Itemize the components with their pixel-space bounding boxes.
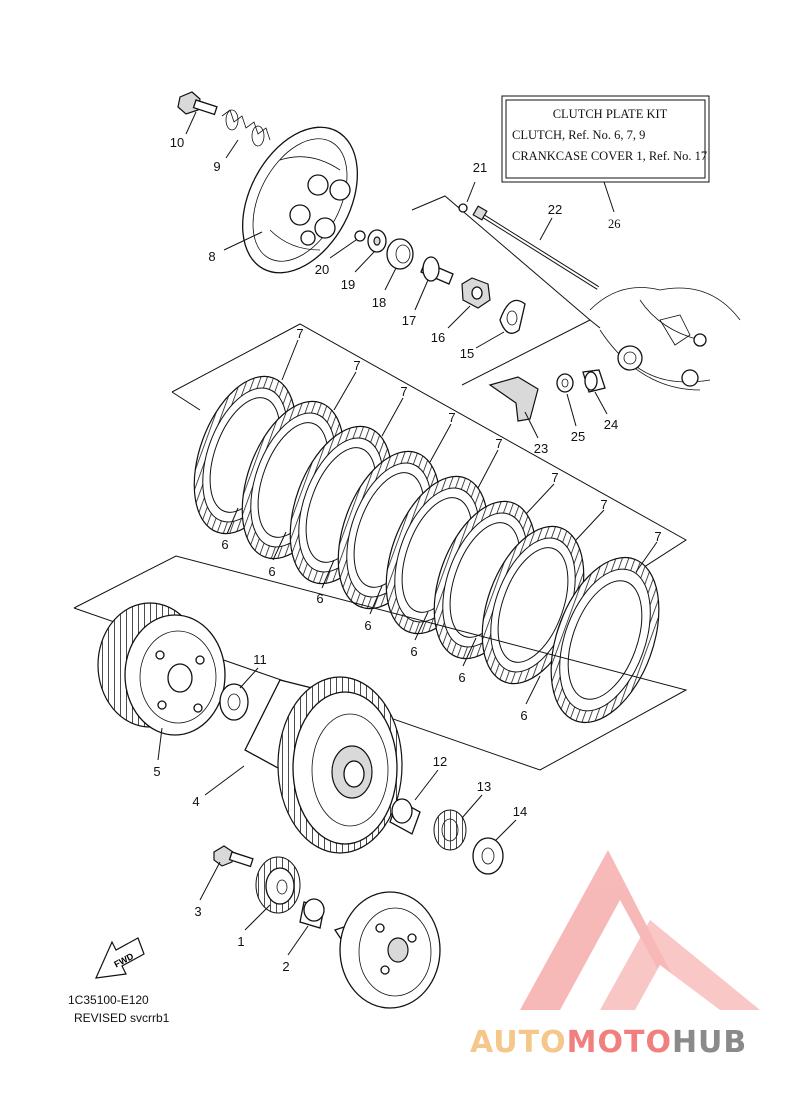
callout-7-b: 7 <box>353 358 360 373</box>
callout-21: 21 <box>473 160 487 175</box>
callout-15: 15 <box>460 346 474 361</box>
kit-ref-number: 26 <box>608 217 621 231</box>
callout-6-g: 6 <box>520 708 527 723</box>
watermark-text-auto: AUTOMOTOHUB <box>470 1025 747 1060</box>
callout-11: 11 <box>253 652 267 667</box>
watermark-hub: HUB <box>672 1025 747 1060</box>
leader-lines <box>157 111 658 956</box>
spring-9 <box>221 109 271 147</box>
fwd-arrow-icon: FWD <box>95 937 145 979</box>
callout-13: 13 <box>477 779 491 794</box>
kit-line-2: CRANKCASE COVER 1, Ref. No. 17 <box>512 149 707 163</box>
callouts: 10 9 8 20 19 18 17 16 15 21 22 23 25 24 … <box>153 135 661 974</box>
callout-7-c: 7 <box>400 384 407 399</box>
collar-2 <box>299 898 325 929</box>
callout-2: 2 <box>282 959 289 974</box>
callout-16: 16 <box>431 330 445 345</box>
starter-clutch <box>333 891 441 1009</box>
callout-1: 1 <box>237 934 244 949</box>
bolt-10 <box>177 91 218 116</box>
callout-7-g: 7 <box>600 497 607 512</box>
callout-9: 9 <box>213 159 220 174</box>
pushrod-group <box>354 195 601 386</box>
callout-6-b: 6 <box>268 564 275 579</box>
washer-11 <box>219 683 249 721</box>
kit-line-1: CLUTCH, Ref. No. 6, 7, 9 <box>512 128 645 142</box>
primary-gear-1 <box>255 856 301 914</box>
callout-6-e: 6 <box>410 644 417 659</box>
callout-7-a: 7 <box>296 326 303 341</box>
callout-6-a: 6 <box>221 537 228 552</box>
bolt-3 <box>213 845 254 868</box>
callout-3: 3 <box>194 904 201 919</box>
callout-7-e: 7 <box>495 436 502 451</box>
callout-7-h: 7 <box>654 529 661 544</box>
callout-7-d: 7 <box>448 410 455 425</box>
callout-22: 22 <box>548 202 562 217</box>
crankcase-cover-partial <box>589 287 741 391</box>
watermark-moto: MOTO <box>567 1025 672 1060</box>
clutch-boss-5 <box>97 602 226 736</box>
parts-23-25 <box>488 369 606 422</box>
callout-18: 18 <box>372 295 386 310</box>
callout-24: 24 <box>604 417 618 432</box>
watermark-auto: AUTO <box>470 1025 567 1060</box>
callout-23: 23 <box>534 441 548 456</box>
watermark-logo <box>520 850 760 1010</box>
callout-17: 17 <box>402 313 416 328</box>
revision-label: REVISED svcrrb1 <box>74 1011 170 1025</box>
plate-stack <box>193 375 660 724</box>
callout-6-c: 6 <box>316 591 323 606</box>
needle-bearing-13 <box>433 809 467 851</box>
clutch-housing-4 <box>244 676 403 854</box>
callout-4: 4 <box>192 794 199 809</box>
clutch-plate-kit-box: CLUTCH PLATE KIT CLUTCH, Ref. No. 6, 7, … <box>501 95 710 231</box>
callout-8: 8 <box>208 249 215 264</box>
callout-25: 25 <box>571 429 585 444</box>
callout-7-f: 7 <box>551 470 558 485</box>
diagram-code: 1C35100-E120 <box>68 993 149 1007</box>
callout-6-d: 6 <box>364 618 371 633</box>
spacer-12 <box>389 798 421 835</box>
callout-14: 14 <box>513 804 527 819</box>
pressure-plate-8 <box>241 126 359 274</box>
callout-6-f: 6 <box>458 670 465 685</box>
callout-12: 12 <box>433 754 447 769</box>
callout-5: 5 <box>153 764 160 779</box>
callout-19: 19 <box>341 277 355 292</box>
kit-title: CLUTCH PLATE KIT <box>553 107 668 121</box>
callout-20: 20 <box>315 262 329 277</box>
callout-10: 10 <box>170 135 184 150</box>
washer-14 <box>472 837 504 875</box>
